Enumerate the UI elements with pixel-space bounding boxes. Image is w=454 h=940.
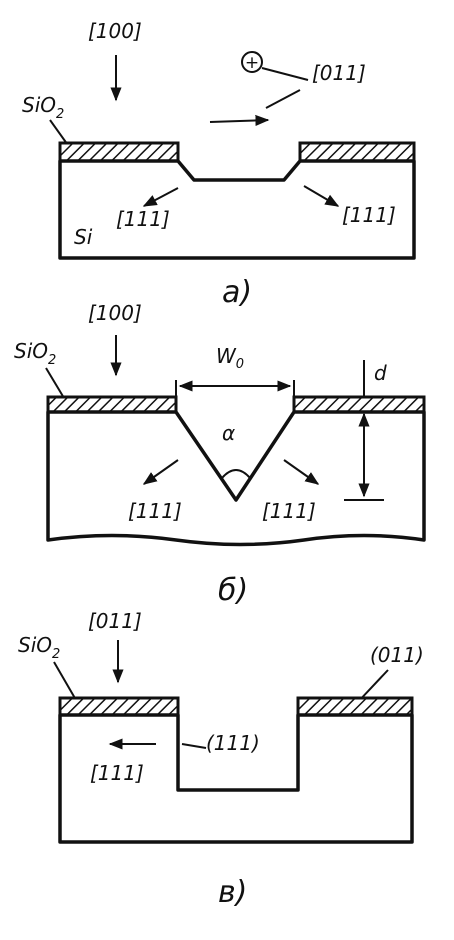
panel-c-plane-011: (011)	[370, 643, 424, 667]
panel-a-plus-leader	[261, 67, 309, 81]
panel-b-oxide-leader	[45, 367, 65, 399]
panel-b-width-label: W0	[216, 344, 244, 372]
panel-b-direction-111-right: [111]	[262, 499, 316, 523]
panel-a-oxide-label: SiO2	[22, 93, 64, 122]
panel-a-right-face-arrow	[303, 185, 340, 207]
panel-a-substrate-label: Si	[74, 225, 93, 249]
panel-a-direction-111-right: [111]	[342, 203, 396, 227]
panel-a-left-face-arrow	[142, 187, 179, 207]
panel-a-substrate	[58, 159, 416, 260]
panel-a-direction-100: [100]	[88, 19, 142, 43]
panel-c-direction-111: [111]	[90, 761, 144, 785]
panel-a-plus-icon: +	[241, 51, 263, 73]
panel-b-direction-100: [100]	[88, 301, 142, 325]
panel-c-oxide-left	[58, 696, 180, 717]
panel-c-plane-111-leader	[181, 743, 207, 749]
svg-text:+: +	[245, 53, 259, 73]
panel-b-right-face-arrow	[283, 459, 320, 485]
panel-b: [100] SiO2 W0 d α [111] [111] б)	[14, 301, 426, 608]
panel-b-oxide-label: SiO2	[14, 339, 56, 368]
panel-b-angle-arc	[221, 469, 251, 479]
panel-c: [011] SiO2 (011) (111) [111] в)	[18, 609, 424, 910]
panel-a-oxide-right	[298, 141, 416, 163]
panel-b-substrate	[46, 410, 426, 547]
panel-c-direction-011: [011]	[88, 609, 142, 633]
panel-a-direction-111-left: [111]	[116, 207, 170, 231]
panel-b-oxide-right	[292, 395, 426, 414]
panel-a-direction-011: [011]	[312, 61, 366, 85]
panel-a-011-leader	[265, 89, 301, 109]
panel-a-oxide-left	[58, 141, 180, 163]
panel-c-caption: в)	[218, 875, 247, 910]
panel-c-substrate	[58, 713, 414, 844]
panel-a-caption: a)	[222, 275, 252, 310]
panel-c-plane-111: (111)	[206, 731, 260, 755]
panel-b-angle-label: α	[222, 421, 235, 445]
panel-c-oxide-leader	[53, 661, 77, 701]
panel-c-oxide-label: SiO2	[18, 633, 60, 662]
panel-a-right-arrow	[209, 114, 270, 127]
panel-b-left-face-arrow	[142, 459, 179, 485]
panel-b-oxide-left	[46, 395, 178, 414]
panel-a: [100] + [011] SiO2 Si [111] [111] a)	[22, 19, 416, 310]
panel-b-depth-label: d	[374, 361, 387, 385]
panel-c-oxide-right	[296, 696, 414, 717]
panel-b-direction-111-left: [111]	[128, 499, 182, 523]
panel-b-caption: б)	[218, 573, 248, 608]
